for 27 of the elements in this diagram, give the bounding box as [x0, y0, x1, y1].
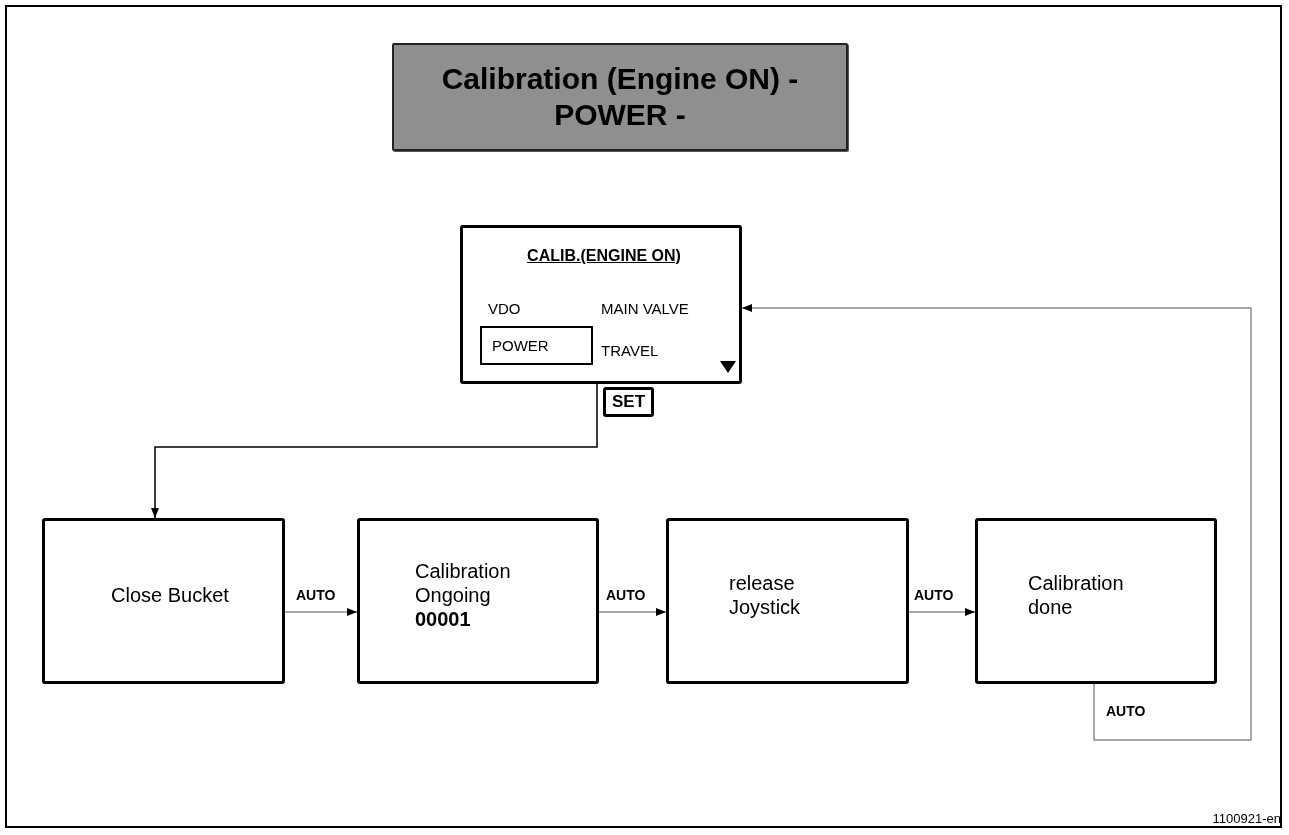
menu-item: VDO — [488, 300, 521, 317]
step-text: Calibration done — [1028, 571, 1125, 619]
edge-label: AUTO — [296, 587, 336, 603]
step-box — [357, 518, 599, 684]
step-text: release Joystick — [729, 571, 802, 619]
menu-item: MAIN VALVE — [601, 300, 689, 317]
arrow — [598, 608, 667, 616]
menu-item: TRAVEL — [601, 342, 659, 359]
key-label: SET — [603, 387, 655, 417]
arrow — [741, 304, 1252, 741]
edge-label: AUTO — [1106, 703, 1146, 719]
edge-label: AUTO — [606, 587, 646, 603]
display-screen — [460, 225, 742, 384]
edge-label: AUTO — [914, 587, 954, 603]
selected-menu-item: POWER — [480, 326, 593, 365]
title: Calibration (Engine ON) - POWER - — [440, 61, 800, 133]
step-box — [975, 518, 1217, 684]
step-box — [42, 518, 285, 684]
counter-value: 00001 — [415, 607, 472, 631]
step-box — [666, 518, 909, 684]
arrow — [908, 608, 976, 616]
arrow — [151, 383, 598, 519]
step-text: Close Bucket — [111, 583, 230, 607]
figure-number: 1100921-en — [1212, 811, 1281, 826]
arrow — [284, 608, 358, 616]
screen-heading: CALIB.(ENGINE ON) — [526, 247, 682, 265]
step-text: Calibration Ongoing — [415, 559, 512, 607]
